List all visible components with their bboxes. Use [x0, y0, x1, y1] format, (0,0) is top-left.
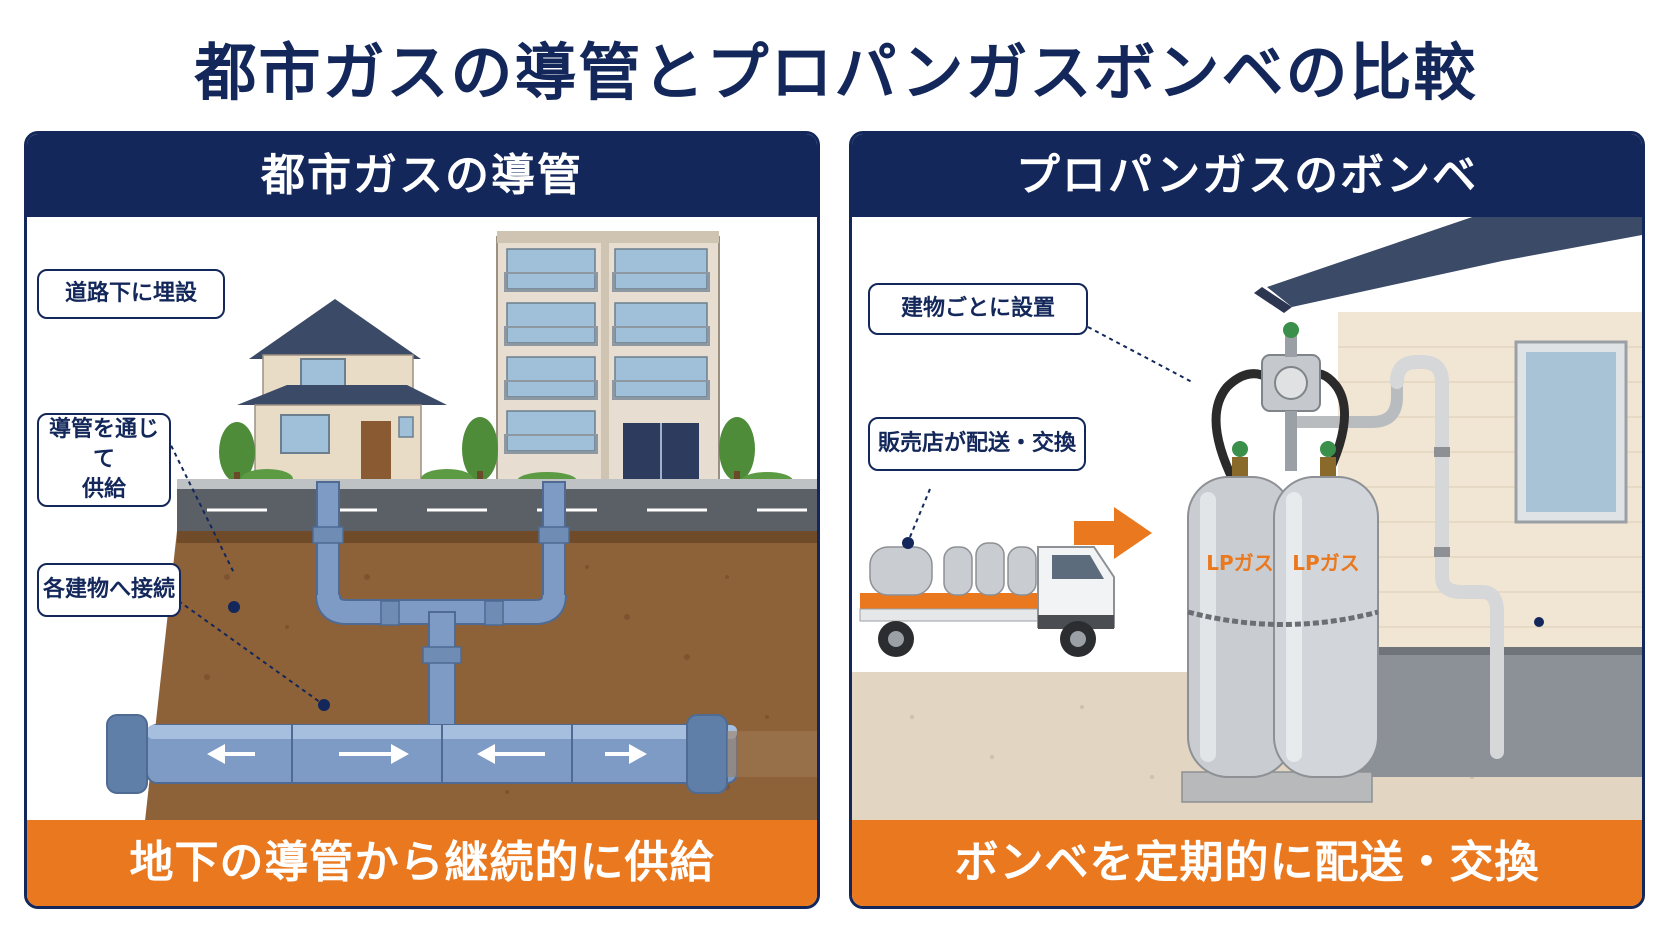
- flow-arrows: [207, 744, 647, 764]
- callout-leaders-right: [909, 326, 1193, 538]
- regulator: [1211, 322, 1350, 485]
- callout-delivery-text: 販売店が配送・交換: [877, 431, 1076, 457]
- delivery-truck: [859, 542, 1115, 657]
- house: [237, 299, 447, 482]
- callout-supply-line2: 供給: [81, 476, 126, 502]
- callout-supply-line1: 導管を通じて: [48, 417, 159, 473]
- callout-install-text: 建物ごとに設置: [900, 296, 1055, 322]
- callout-connect: 各建物へ接続: [37, 563, 181, 617]
- truck-marker-dot: [902, 537, 914, 549]
- delivery-arrow-icon: [1074, 507, 1152, 559]
- city-gas-panel: 都市ガスの導管: [24, 131, 820, 909]
- callout-delivery: 販売店が配送・交換: [868, 417, 1086, 471]
- pipe-marker-dot: [318, 699, 330, 711]
- propane-header: プロパンガスのボンベ: [852, 134, 1642, 217]
- callout-install: 建物ごとに設置: [868, 283, 1088, 335]
- wall-gas-pipe: [1286, 355, 1504, 759]
- main-gas-pipe: [106, 714, 817, 794]
- lp-gas-cylinders: [1181, 441, 1379, 803]
- cylinder-label-2: LPガス: [1292, 551, 1360, 575]
- propane-illustration: LPガス LPガス 建物ごとに設置 販売店が配送・交換: [852, 217, 1642, 821]
- main-title: 都市ガスの導管とプロパンガスボンベの比較: [194, 36, 1478, 109]
- callout-leaders: [156, 416, 325, 706]
- road: [177, 479, 817, 531]
- wall-marker-dot: [1534, 617, 1544, 627]
- branch-pipes: [312, 481, 570, 733]
- apartment-building: [496, 231, 720, 483]
- callout-road: 道路下に埋設: [37, 269, 225, 319]
- city-gas-footer: 地下の導管から継続的に供給: [27, 820, 817, 906]
- city-gas-illustration: 道路下に埋設 導管を通じて 供給 各建物へ接続: [27, 217, 817, 821]
- propane-footer: ボンベを定期的に配送・交換: [852, 820, 1642, 906]
- cylinder-label-1: LPガス: [1206, 551, 1274, 575]
- road-marker-dot: [228, 601, 240, 613]
- callout-supply: 導管を通じて 供給: [37, 413, 171, 507]
- callout-road-text: 道路下に埋設: [64, 281, 197, 307]
- callout-connect-text: 各建物へ接続: [42, 577, 175, 603]
- city-gas-header: 都市ガスの導管: [27, 134, 817, 217]
- propane-panel: プロパンガスのボンベ: [849, 131, 1645, 909]
